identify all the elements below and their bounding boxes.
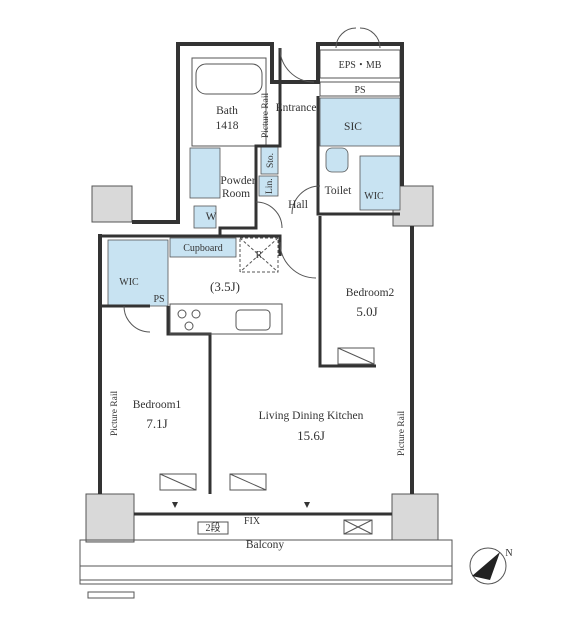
balcony-step — [87, 591, 135, 599]
bedroom2-size-label: 5.0J — [356, 304, 377, 319]
cupboard-label: Cupboard — [183, 243, 222, 254]
stove-burner-1 — [177, 309, 187, 319]
sic-area — [319, 97, 401, 147]
entrance-label: Entrance — [276, 102, 317, 114]
sic-label: SIC — [344, 121, 362, 133]
unit-2-box — [197, 521, 229, 535]
kitchen-counter — [169, 303, 283, 335]
bedroom1-door — [123, 305, 151, 333]
picture-rail-ldk-label: Picture Rail — [397, 411, 407, 456]
ps-top-label: PS — [354, 85, 365, 96]
wic-left-area — [107, 239, 169, 307]
bathtub — [195, 63, 263, 95]
balcony-label: Balcony — [246, 539, 285, 551]
eps-door-2 — [359, 27, 381, 49]
window-marker-2 — [304, 502, 310, 508]
wall-toilet — [316, 96, 400, 216]
ldk-label: Living Dining Kitchen — [259, 410, 364, 422]
window-marker-1 — [172, 502, 178, 508]
picture-rail-bath-label: Picture Rail — [261, 93, 271, 138]
toilet-label: Toilet — [325, 185, 352, 197]
ac-line-ldk — [229, 473, 267, 491]
toilet-door — [291, 185, 321, 215]
ps-left-label: PS — [153, 294, 164, 305]
north-label: N — [505, 548, 512, 559]
entrance-door — [279, 47, 315, 83]
bedroom2-door — [279, 241, 317, 279]
stove-burner-3 — [184, 321, 194, 331]
north-arrow — [472, 552, 500, 580]
hall-label: Hall — [288, 199, 308, 211]
wall-bedroom2-left — [318, 216, 376, 368]
toilet-fixture — [325, 147, 349, 173]
fix-label: FIX — [244, 516, 261, 527]
bedroom1-label: Bedroom1 — [133, 399, 182, 411]
unit-2-label: 2段 — [206, 521, 221, 534]
exterior-wall-top — [132, 42, 404, 224]
wall-kitchen-top — [102, 234, 282, 256]
bath-room — [191, 57, 267, 147]
picture-rail-b1-label: Picture Rail — [110, 391, 120, 436]
balcony-floor — [79, 539, 453, 585]
bath-size-label: 1418 — [216, 120, 239, 132]
kitchen-size-label: (3.5J) — [210, 279, 240, 294]
refrigerator-space — [239, 237, 279, 273]
bath-door — [255, 201, 283, 229]
bedroom2-label: Bedroom2 — [346, 287, 395, 299]
wic-right-label: WIC — [364, 191, 384, 202]
wic-right-area — [359, 155, 401, 211]
wall-bath-right — [218, 48, 282, 236]
wic-left-label: WIC — [119, 277, 139, 288]
outdoor-unit — [343, 519, 373, 535]
column-right-lower — [391, 493, 439, 541]
r-label: R — [256, 250, 263, 261]
washer-label: W — [206, 211, 217, 223]
ac-unit-bedroom1 — [159, 473, 197, 491]
cupboard-area — [169, 237, 237, 258]
lin-area — [258, 175, 279, 197]
eps-mb-label: EPS・MB — [339, 60, 382, 71]
bath-label: Bath — [216, 105, 238, 117]
powder-room-label-2: Room — [222, 188, 250, 200]
sto-label: Sto. — [266, 153, 276, 168]
vanity-area — [189, 147, 221, 199]
lin-label: Lin. — [265, 178, 275, 194]
ac-line-b2 — [337, 347, 375, 365]
kitchen-sink — [235, 309, 271, 331]
eps-door-1 — [335, 27, 357, 49]
ac-line-b1 — [159, 473, 197, 491]
north-circle — [469, 547, 507, 585]
outdoor-unit-x2 — [343, 519, 373, 535]
ac-unit-ldk — [229, 473, 267, 491]
bedroom1-size-label: 7.1J — [146, 416, 167, 431]
stove-burner-2 — [191, 309, 201, 319]
ac-unit-bedroom2 — [337, 347, 375, 365]
ldk-size-label: 15.6J — [297, 428, 325, 443]
powder-room-label-1: Powder — [220, 175, 255, 187]
column-left-lower — [85, 493, 135, 543]
fridge-cross-2 — [239, 237, 279, 273]
washer-area — [193, 205, 217, 229]
column-left-upper — [91, 185, 133, 223]
